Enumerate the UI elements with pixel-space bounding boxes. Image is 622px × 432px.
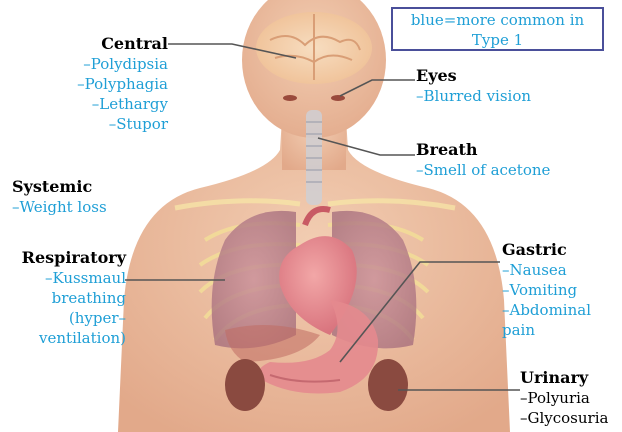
breath-item-1: –Smell of acetone [416,160,606,180]
label-gastric: Gastric –Nausea –Vomiting –Abdominal pai… [502,240,617,340]
central-item-4: –Stupor [40,114,168,134]
central-item-2: –Polyphagia [40,74,168,94]
urinary-title: Urinary [520,368,620,388]
breath-title: Breath [416,140,606,160]
eyes-item-1: –Blurred vision [416,86,586,106]
gastric-item-3: –Abdominal [502,300,617,320]
central-title: Central [40,34,168,54]
gastric-item-2: –Vomiting [502,280,617,300]
label-respiratory: Respiratory –Kussmaul breathing (hyper– … [4,248,126,348]
systemic-item-1: –Weight loss [12,197,152,217]
urinary-item-2: –Glycosuria [520,408,620,428]
label-eyes: Eyes –Blurred vision [416,66,586,106]
central-item-3: –Lethargy [40,94,168,114]
respiratory-item-1: –Kussmaul [4,268,126,288]
label-systemic: Systemic –Weight loss [12,177,152,217]
kidney-left [225,359,265,411]
respiratory-item-4: ventilation) [4,328,126,348]
gastric-title: Gastric [502,240,617,260]
legend-line-2: Type 1 [393,30,602,50]
eyes-title: Eyes [416,66,586,86]
respiratory-item-2: breathing [4,288,126,308]
eye-right [331,95,345,101]
label-breath: Breath –Smell of acetone [416,140,606,180]
legend-box: blue=more common in Type 1 [391,7,604,51]
central-item-1: –Polydipsia [40,54,168,74]
gastric-item-4: pain [502,320,617,340]
kidney-right [368,359,408,411]
eye-left [283,95,297,101]
urinary-item-1: –Polyuria [520,388,620,408]
gastric-item-1: –Nausea [502,260,617,280]
label-urinary: Urinary –Polyuria –Glycosuria [520,368,620,428]
respiratory-title: Respiratory [4,248,126,268]
label-central: Central –Polydipsia –Polyphagia –Letharg… [40,34,168,134]
legend-line-1: blue=more common in [393,10,602,30]
respiratory-item-3: (hyper– [4,308,126,328]
systemic-title: Systemic [12,177,152,197]
